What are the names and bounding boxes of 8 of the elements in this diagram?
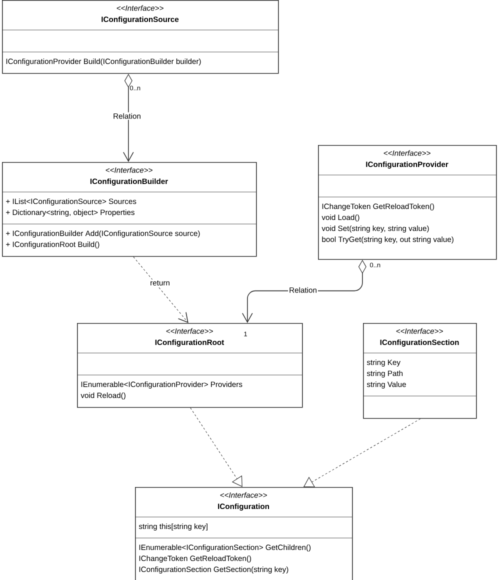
connector-arrow: [133, 256, 188, 323]
class-box: [134, 487, 353, 580]
class-box: [362, 323, 477, 419]
connector-arrow: [190, 408, 242, 487]
class-box: [2, 162, 257, 257]
class-box: [2, 0, 279, 74]
class-box: [318, 145, 497, 260]
class-box: [76, 323, 303, 408]
